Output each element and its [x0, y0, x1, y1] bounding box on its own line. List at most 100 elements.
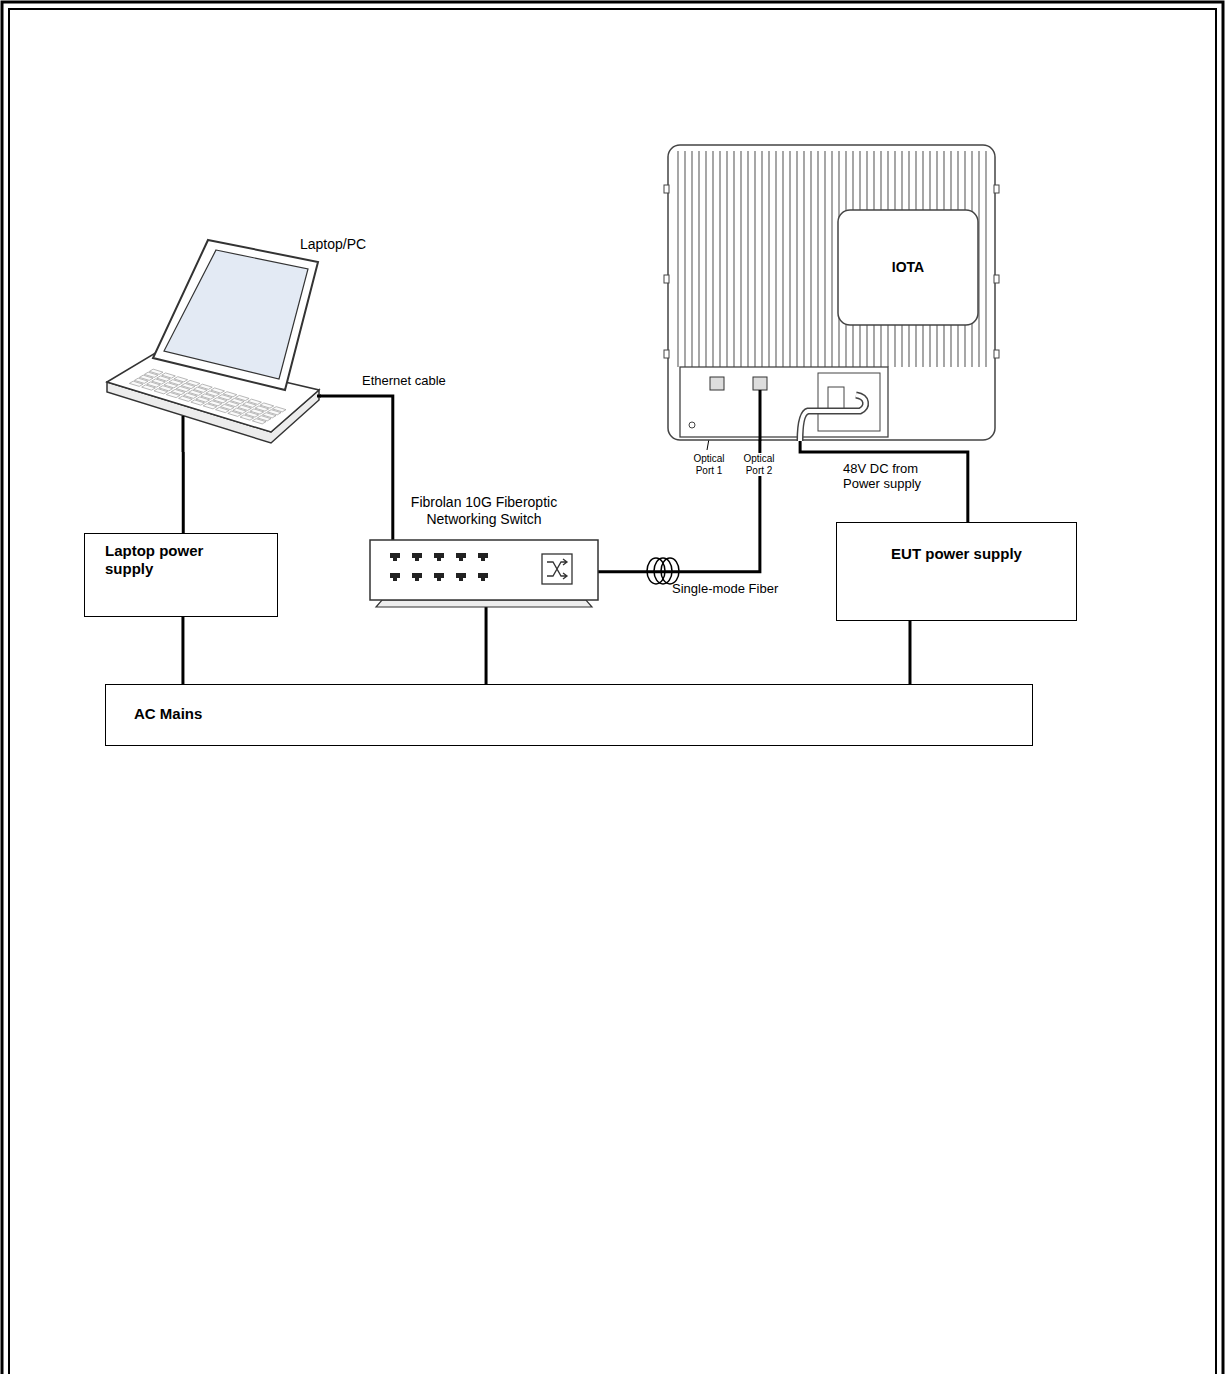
- mount-tab: [994, 350, 999, 358]
- cooling-fins: [678, 151, 986, 367]
- node-text: AC Mains: [134, 705, 1004, 723]
- node-text: EUT power supply: [849, 545, 1064, 563]
- key: [272, 407, 286, 412]
- fin: [789, 151, 790, 367]
- cable-connector: [598, 440, 760, 572]
- fin: [796, 151, 797, 367]
- cable-connector: [908, 621, 911, 684]
- laptop-screen-frame: [153, 240, 318, 390]
- switch-body: [370, 540, 598, 600]
- key: [186, 380, 200, 385]
- power-supply-box: Laptop power supply: [84, 533, 278, 617]
- fin: [768, 151, 769, 367]
- fin: [817, 151, 818, 367]
- switch-base: [376, 600, 592, 607]
- illustration: [105, 240, 320, 452]
- key: [211, 388, 225, 393]
- rj45-port: [434, 553, 444, 561]
- fin: [985, 151, 986, 367]
- mount-tabs: [664, 185, 999, 358]
- cable-connector: [181, 617, 184, 684]
- mount-tab: [994, 275, 999, 283]
- fin: [733, 151, 734, 367]
- power-terminal: [828, 387, 844, 409]
- fin: [698, 151, 699, 367]
- fin: [754, 151, 755, 367]
- switch-ports: [390, 553, 488, 581]
- power-cable-core: [800, 395, 866, 441]
- illustration: [370, 540, 598, 600]
- key: [260, 403, 274, 408]
- rj45-port: [478, 573, 488, 581]
- rj45-port: [412, 553, 422, 561]
- fin: [803, 151, 804, 367]
- rj45-port: [434, 573, 444, 581]
- laptop-pc: Laptop/PC: [105, 240, 320, 452]
- iota-panel: [838, 210, 978, 325]
- fin: [705, 151, 706, 367]
- fin: [810, 151, 811, 367]
- key: [149, 369, 163, 374]
- fin: [782, 151, 783, 367]
- laptop-ethernet-lead: [317, 395, 321, 398]
- laptop-screen: [164, 250, 308, 379]
- fin: [740, 151, 741, 367]
- key: [223, 392, 237, 397]
- key: [248, 399, 262, 404]
- coil-loop: [661, 558, 679, 584]
- mount-tab: [664, 350, 669, 358]
- cable-label: Ethernet cable: [362, 374, 446, 389]
- connector-panel: [680, 367, 888, 437]
- rj45-port: [478, 553, 488, 561]
- device-housing: [668, 145, 995, 440]
- fiber-lead: [759, 390, 762, 441]
- switch-icon-arrows: [547, 559, 567, 579]
- fin: [761, 151, 762, 367]
- laptop-power-lead: [182, 416, 185, 452]
- key: [174, 377, 188, 382]
- optical-port-1: [710, 377, 724, 390]
- fin: [712, 151, 713, 367]
- fin: [824, 151, 825, 367]
- fin: [719, 151, 720, 367]
- rj45-port: [390, 573, 400, 581]
- mount-tab: [664, 185, 669, 193]
- fin: [747, 151, 748, 367]
- eut-device: IOTA: [668, 145, 995, 440]
- network-switch: Fibrolan 10G Fiberoptic Networking Switc…: [370, 540, 598, 600]
- fin: [684, 151, 685, 367]
- power-compartment: [818, 373, 880, 431]
- illustration: [668, 145, 995, 440]
- power-supply-box: EUT power supply: [836, 522, 1077, 621]
- power-cable-outline: [800, 395, 866, 441]
- mount-tab: [664, 275, 669, 283]
- cable-connector: [320, 396, 393, 540]
- optical-port-2: [753, 377, 767, 390]
- key: [199, 384, 213, 389]
- cable-label: 48V DC from Power supply: [843, 462, 943, 492]
- port-label: Optical Port 2: [738, 453, 780, 476]
- node-text: IOTA: [838, 210, 978, 325]
- fiber-coil: [647, 558, 679, 584]
- cable-connector: [800, 440, 968, 522]
- fin: [775, 151, 776, 367]
- ground-screw: [689, 422, 695, 428]
- rj45-port: [456, 573, 466, 581]
- rj45-port: [456, 553, 466, 561]
- key: [162, 373, 176, 378]
- fin: [677, 151, 678, 367]
- page-frame-inner: [9, 9, 1216, 1374]
- key: [236, 395, 250, 400]
- node-text: Fibrolan 10G Fiberoptic Networking Switc…: [394, 494, 574, 528]
- fin: [726, 151, 727, 367]
- mount-tab: [994, 185, 999, 193]
- fin: [691, 151, 692, 367]
- node-text: Laptop power supply: [105, 542, 230, 578]
- fin: [831, 151, 832, 367]
- rj45-port: [390, 553, 400, 561]
- cable-connector: [485, 600, 488, 684]
- ac-mains-box: AC Mains: [105, 684, 1033, 746]
- cable-connector: [182, 452, 185, 533]
